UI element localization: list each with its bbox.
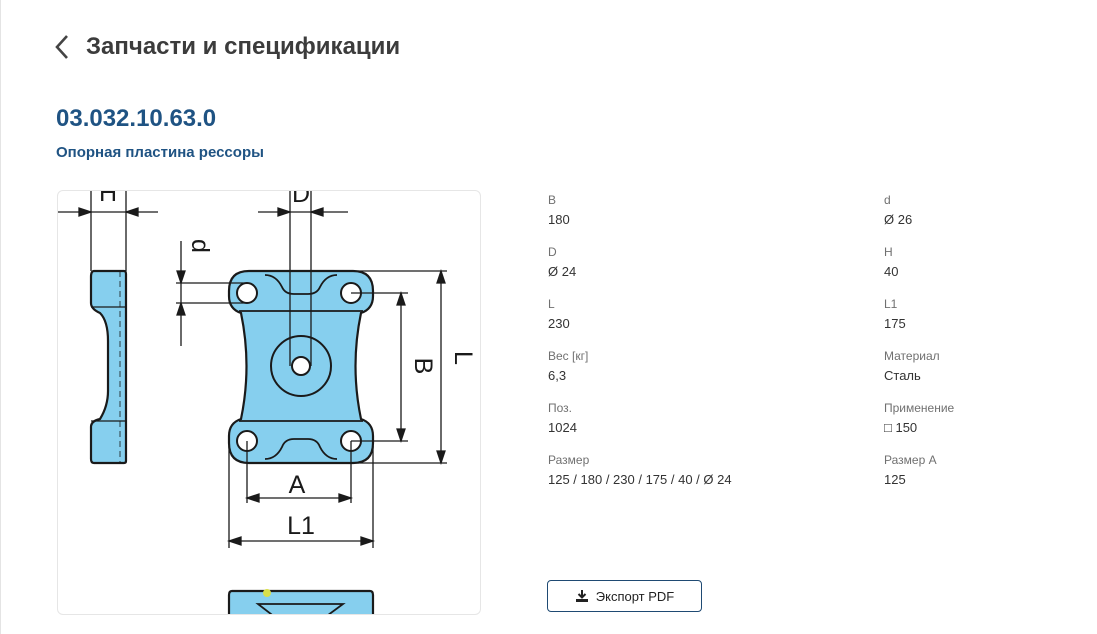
spec-value: Ø 24 xyxy=(548,264,577,279)
spec-value: □ 150 xyxy=(884,420,918,435)
specs-left-column: B 180 D Ø 24 L 230 Вес [кг] 6,3 Поз. 1024 Раз… xyxy=(548,191,732,503)
spec-value: 175 xyxy=(884,316,906,331)
spec-value: Сталь xyxy=(884,368,921,383)
export-pdf-button[interactable]: Экспорт PDF xyxy=(547,580,702,612)
drawing-svg: H D d B L A L1 xyxy=(58,191,477,614)
page-title: Запчасти и спецификации xyxy=(86,33,401,60)
spec-value: 230 xyxy=(548,316,570,331)
spec-label: d xyxy=(884,193,891,207)
label-L1: L1 xyxy=(287,512,315,540)
spec-label: Поз. xyxy=(548,401,572,415)
spec-label: Материал xyxy=(884,349,940,363)
spec-value: 40 xyxy=(884,264,899,279)
label-d: d xyxy=(186,239,214,253)
label-L: L xyxy=(449,351,477,365)
back-button[interactable] xyxy=(54,32,76,62)
spec-label: B xyxy=(548,193,557,207)
technical-drawing: H D d B L A L1 xyxy=(57,190,481,615)
label-D: D xyxy=(292,191,310,208)
spec-value: 180 xyxy=(548,212,570,227)
chevron-left-icon xyxy=(55,35,68,59)
spec-label: Размер xyxy=(548,453,590,467)
spec-label: L1 xyxy=(884,297,898,311)
spec-value: 6,3 xyxy=(548,368,567,383)
spec-value: 125 xyxy=(884,472,906,487)
download-icon xyxy=(575,589,588,602)
spec-value: 125 / 180 / 230 / 175 / 40 / Ø 24 xyxy=(548,472,732,487)
label-B: B xyxy=(409,358,437,375)
spec-label: D xyxy=(548,245,557,259)
spec-label: Вес [кг] xyxy=(548,349,589,363)
side-view xyxy=(89,269,128,465)
label-A: A xyxy=(289,471,306,499)
plate-front-view xyxy=(227,589,375,614)
spec-label: L xyxy=(548,297,555,311)
spec-label: Применение xyxy=(884,401,955,415)
spec-value: 1024 xyxy=(548,420,577,435)
export-pdf-label: Экспорт PDF xyxy=(595,588,675,604)
spec-value: Ø 26 xyxy=(884,212,913,227)
page-header: Запчасти и спецификации xyxy=(54,32,400,62)
part-number: 03.032.10.63.0 xyxy=(56,105,217,132)
part-name: Опорная пластина рессоры xyxy=(56,144,264,161)
marker-dot xyxy=(263,589,271,597)
spec-label: H xyxy=(884,245,893,259)
spec-label: Размер A xyxy=(884,453,937,467)
label-H: H xyxy=(99,191,117,207)
panel-edge xyxy=(0,0,1,634)
